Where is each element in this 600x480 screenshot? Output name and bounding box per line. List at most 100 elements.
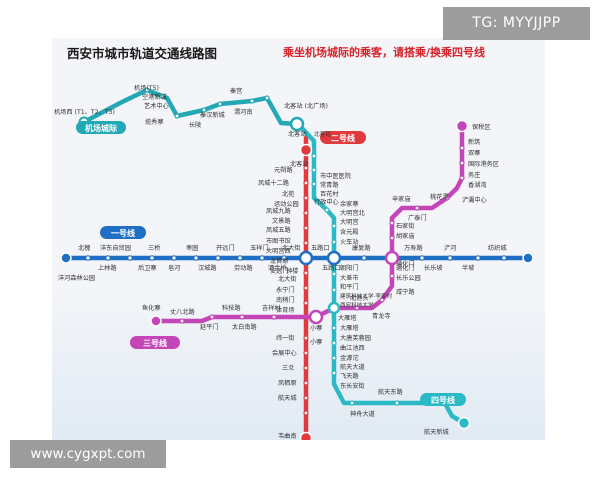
station-label: 务庄: [468, 171, 480, 179]
station-label: 北客站: [314, 130, 331, 138]
station-label: 凤城五路: [266, 226, 292, 234]
station-label: 大明宫北: [340, 209, 366, 217]
station-label: 体育场: [276, 306, 295, 314]
line1-label-bg: [100, 226, 146, 239]
station-label: 小寨: [310, 324, 322, 332]
station-label: 永宁门: [276, 286, 295, 294]
station-label: 大雁塔: [340, 324, 359, 332]
station-wulukou[interactable]: [326, 250, 342, 266]
metro-map-svg: 机场城际 一号线 二号线 三号线 四号线 机场西 (T1、T2、T3) 机场(T…: [54, 84, 534, 441]
station-label: 渭河南: [234, 108, 253, 116]
station-label: 皂河: [168, 264, 180, 272]
map-title: 西安市城市轨道交通线路图: [67, 46, 218, 61]
station-label: 北大街: [278, 275, 297, 283]
line4-label-bg: [420, 393, 466, 406]
station-hangtianxincheng[interactable]: [457, 416, 471, 430]
line1-station-dots: [85, 255, 507, 261]
station-label: 长陵: [189, 121, 201, 129]
station-label: 劳动路: [234, 264, 253, 272]
station-label: 丈八北路: [170, 308, 196, 316]
station-dayanta[interactable]: [327, 301, 341, 315]
station-label: 开远门: [216, 244, 235, 252]
station-label: 枣园: [186, 244, 198, 252]
station-tonghuamen[interactable]: [384, 250, 400, 266]
station-label: 朝阳门: [340, 264, 359, 272]
line1-label: 一号线: [111, 228, 135, 238]
station-label: 南稍门: [276, 296, 295, 304]
station-label: 桃花潭: [430, 193, 449, 201]
station-label: 会展中心: [272, 349, 297, 357]
station-label: 西安科技大学: [340, 301, 374, 309]
line3-label-bg: [130, 336, 180, 349]
station-label: 三爻: [282, 365, 294, 372]
station-behuai[interactable]: [60, 252, 72, 264]
station-label: 飞天路: [340, 372, 359, 380]
station-label: 神舟大道: [350, 410, 375, 418]
station-label: 北客站 (北广场): [284, 102, 328, 110]
station-label: 胡家庙: [396, 232, 415, 240]
station-label: 航天城: [278, 394, 297, 402]
station-label: 龙首原: [270, 257, 289, 265]
station-label: 辛家庙: [392, 195, 411, 203]
airport-transfer-notice: 乘坐机场城际的乘客，请搭乘/换乘四号线: [283, 46, 486, 59]
station-label: 建筑科技大学·李家村: [340, 292, 393, 300]
station-label: 安远门: [270, 267, 289, 275]
station-label: 后卫寨: [138, 264, 157, 272]
station-label: 运动公园: [274, 200, 299, 208]
station-label: 含元殿: [340, 228, 359, 236]
station-label: 青龙寺: [372, 312, 391, 320]
line2-label-bg: [320, 131, 366, 144]
station-label: 和平门: [340, 283, 359, 291]
station-label: 钟楼: [286, 267, 298, 275]
station-beikezhan-l2[interactable]: [299, 143, 313, 157]
station-label: 鱼化寨: [142, 304, 161, 312]
station-label: 大唐芙蓉园: [340, 334, 371, 342]
station-baoshuiqu[interactable]: [455, 119, 469, 133]
station-beikezhan[interactable]: [289, 116, 305, 132]
station-label: 五路口: [322, 264, 341, 272]
station-label: 小寨: [310, 338, 322, 346]
line4-label: 四号线: [431, 395, 455, 405]
station-label: 空港新城: [142, 93, 167, 101]
station-label: 北池头: [350, 294, 369, 302]
station-label: 航天新城: [424, 428, 449, 436]
station-label: 金滹沱: [340, 354, 359, 362]
station-label: 浐河: [444, 244, 456, 252]
station-label: 双寨: [468, 149, 480, 157]
station-label: 元朔路: [274, 166, 293, 174]
station-label: 玉祥门: [250, 244, 269, 252]
station-label: 香湖湾: [468, 181, 487, 189]
station-xiaozhai[interactable]: [308, 309, 324, 325]
station-fangzhicheng[interactable]: [522, 252, 534, 264]
airport-station-dots: [144, 87, 270, 119]
station-label: 新筑: [468, 138, 481, 146]
line4-station-dots: [311, 153, 400, 406]
station-label: 大雁塔: [338, 314, 357, 322]
map-panel: 机场城际 一号线 二号线 三号线 四号线 机场西 (T1、T2、T3) 机场(T…: [52, 38, 545, 440]
station-label: 凤城十二路: [258, 179, 290, 187]
station-label: 通化门: [396, 260, 415, 268]
station-label: 纺织城: [488, 244, 507, 252]
station-label: 国际港务区: [468, 160, 499, 168]
station-label: 吉祥村: [262, 304, 281, 312]
airport-line-label: 机场城际: [85, 123, 117, 133]
airport-line-path: [81, 87, 300, 127]
station-label: 百花村: [320, 190, 339, 198]
station-label: 长乐坡: [424, 264, 443, 272]
station-label: 艺术中心: [144, 102, 169, 110]
watermark-bottom-badge: www.cygxpt.com: [10, 440, 166, 468]
station-label: 航天东路: [378, 388, 404, 396]
station-label: 大明宫: [340, 218, 359, 226]
station-label: 凤栖原: [278, 379, 297, 387]
station-yuhuazhai[interactable]: [150, 315, 162, 327]
station-label: 三桥: [148, 244, 160, 252]
station-label: 康复路: [352, 244, 371, 252]
station-label: 余家寨: [340, 200, 359, 208]
station-label: 凤城九路: [266, 207, 292, 215]
station-label: 北槐: [78, 244, 90, 252]
station-weiqunan[interactable]: [299, 431, 313, 441]
station-label: 东长安街: [340, 382, 365, 390]
station-beidajie[interactable]: [298, 250, 314, 266]
station-label: 北苑: [282, 190, 294, 198]
station-label: 纬一街: [276, 334, 295, 342]
